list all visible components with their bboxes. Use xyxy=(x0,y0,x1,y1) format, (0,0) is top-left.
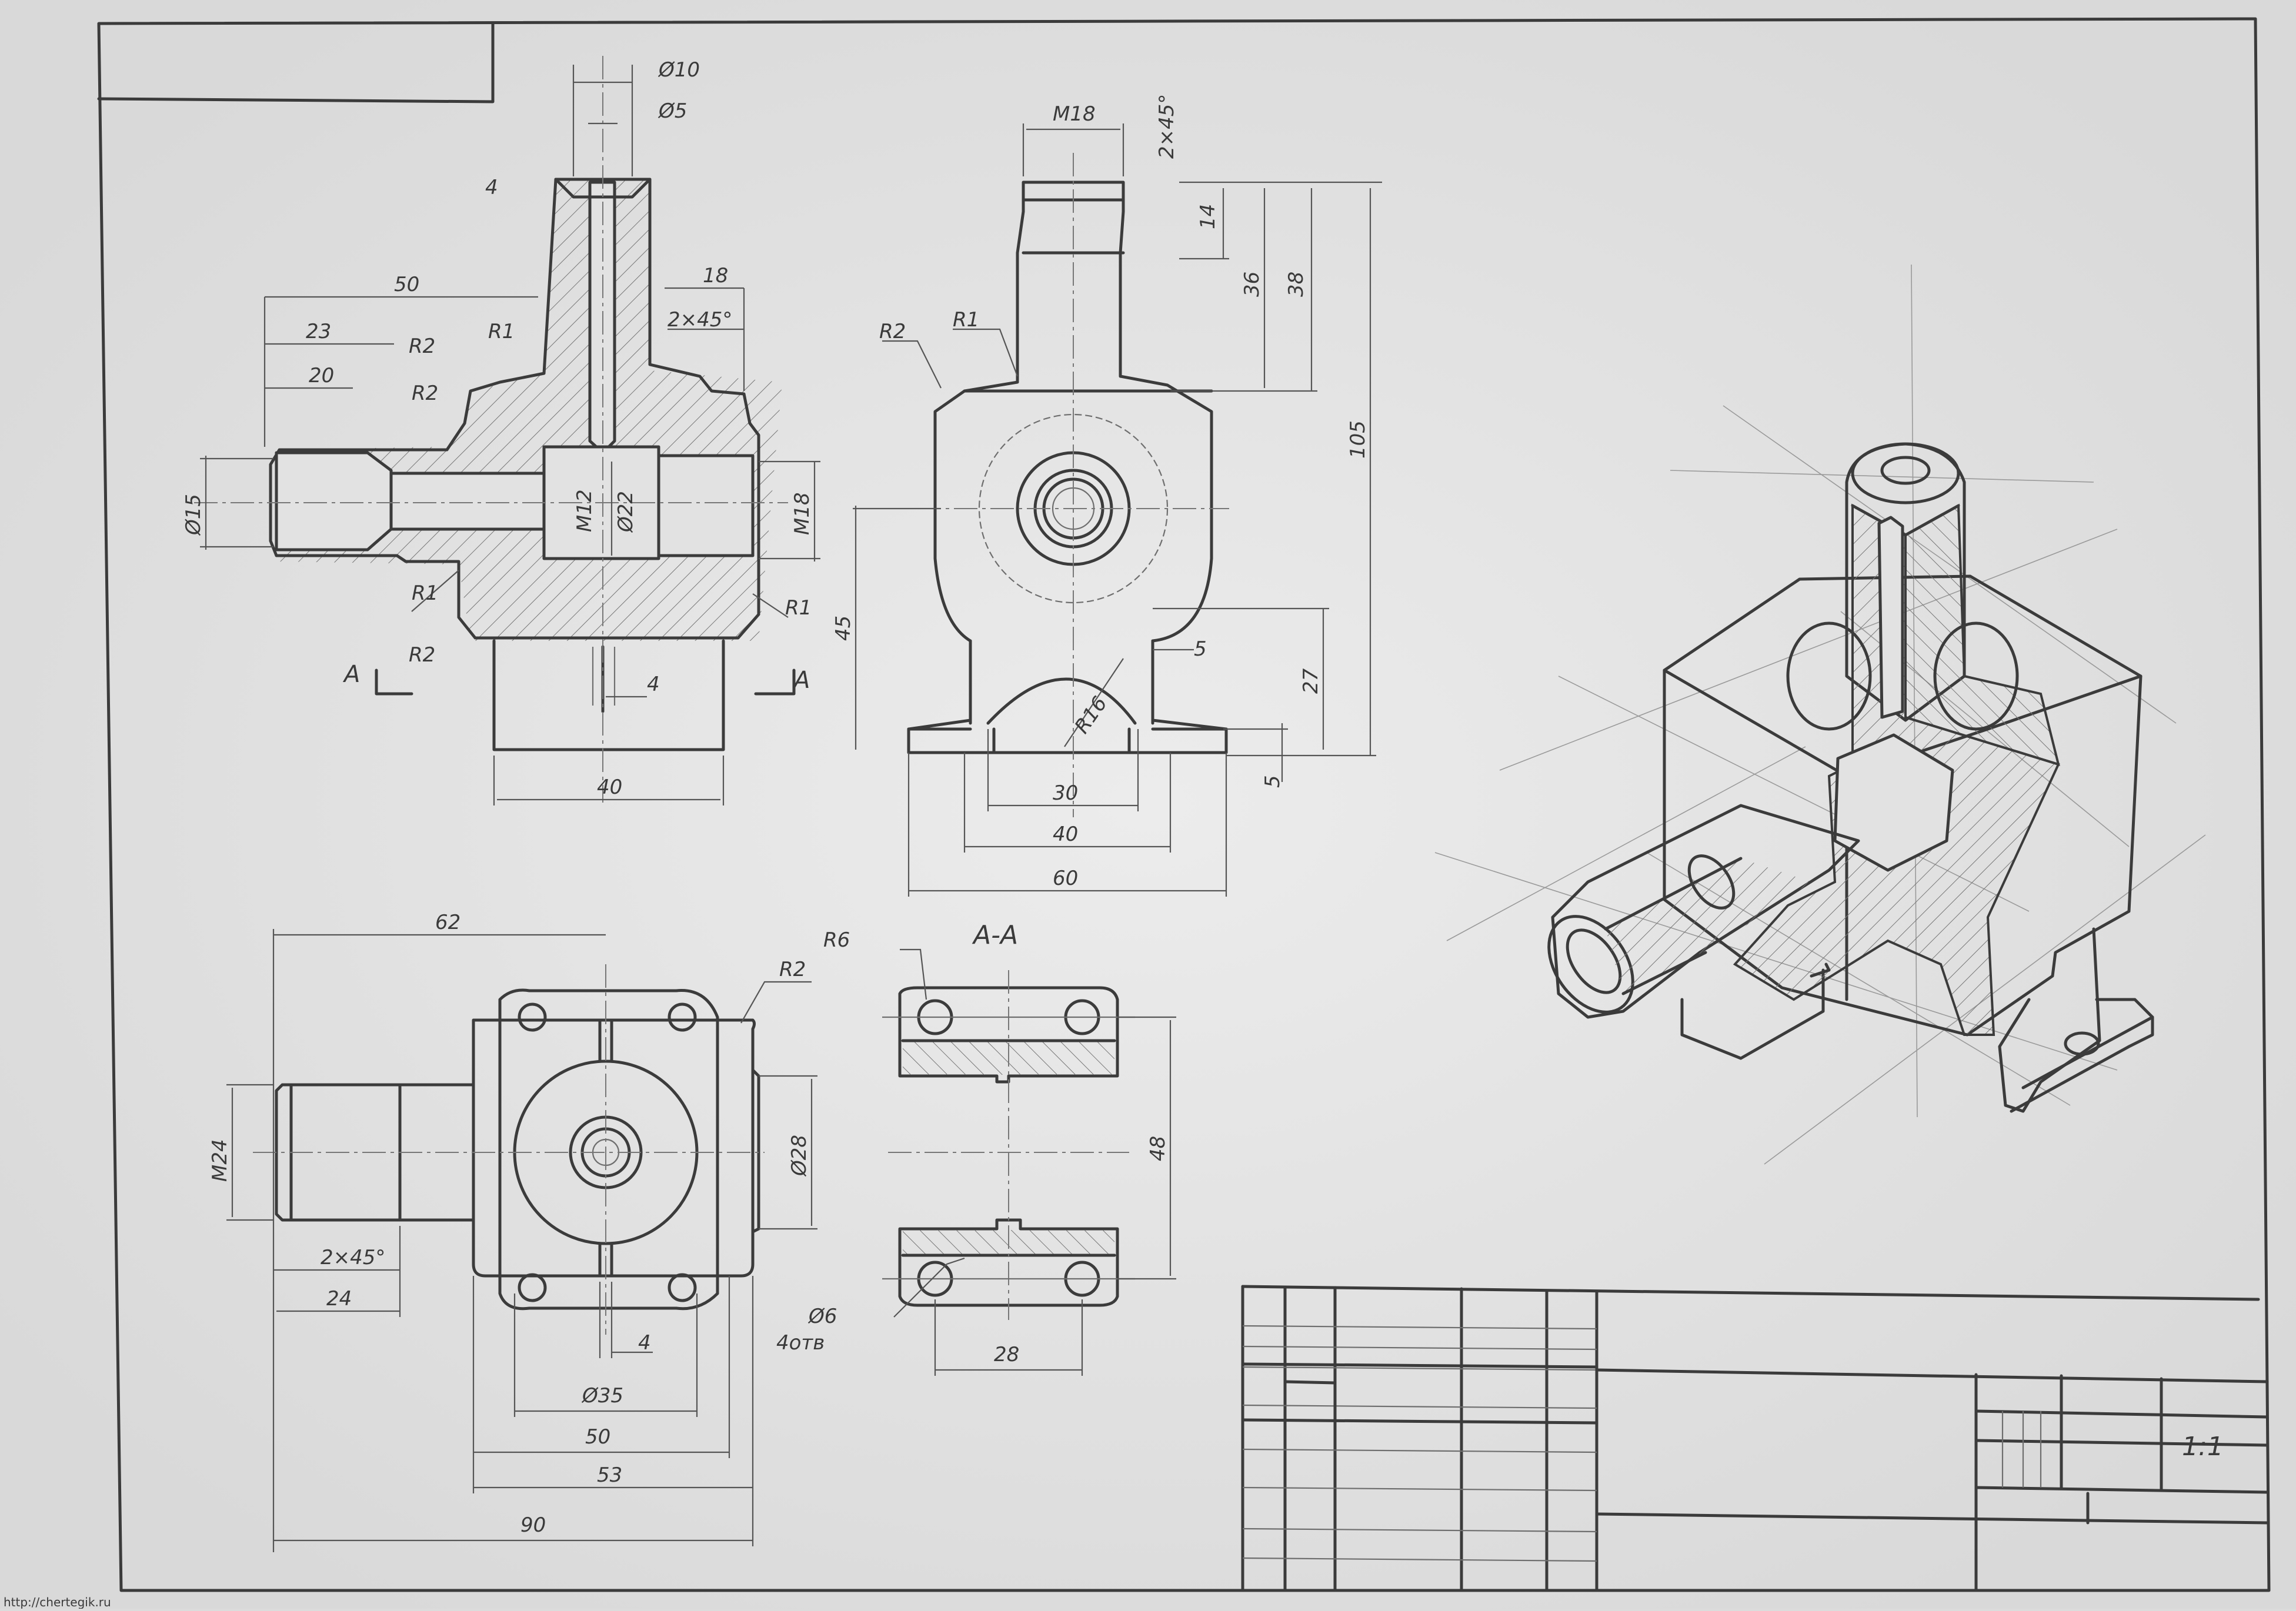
dim-r6: R6 xyxy=(823,928,850,952)
dim-38: 38 xyxy=(1284,272,1308,297)
dim-phi35: Ø35 xyxy=(581,1384,623,1408)
dim-27: 27 xyxy=(1299,668,1323,694)
dim-phi15: Ø15 xyxy=(182,494,205,536)
dim-40: 40 xyxy=(597,776,622,799)
dim-r1-a: R1 xyxy=(488,320,515,343)
dim-phi22: Ø22 xyxy=(614,491,638,533)
dim-4-top-view: 4 xyxy=(638,1331,651,1355)
dim-50-top: 50 xyxy=(585,1425,610,1449)
dim-m18-side: M18 xyxy=(1053,102,1096,126)
dim-chamfer-side: 2×45° xyxy=(1155,94,1179,159)
section-mark-right: A xyxy=(792,667,810,694)
dim-24: 24 xyxy=(326,1287,352,1311)
dim-r2-b: R2 xyxy=(412,382,438,405)
dim-62: 62 xyxy=(435,911,460,934)
dim-4-bottom: 4 xyxy=(647,673,660,696)
dim-4-top: 4 xyxy=(485,176,498,199)
dim-phi28: Ø28 xyxy=(787,1135,811,1177)
dim-r1-c: R1 xyxy=(785,596,812,620)
dim-28: 28 xyxy=(994,1343,1019,1366)
section-title: A-A xyxy=(972,920,1018,950)
top-left-stamp-box xyxy=(97,22,495,103)
dim-5-a: 5 xyxy=(1194,637,1207,661)
dim-m18: M18 xyxy=(790,492,814,535)
dim-phi10: Ø10 xyxy=(658,58,700,82)
dim-chamfer-a: 2×45° xyxy=(668,308,732,332)
front-view: Ø10 Ø5 4 50 23 20 R2 R1 R2 R1 18 2×45° Ø… xyxy=(182,56,820,806)
dim-r2-a: R2 xyxy=(409,335,435,358)
dim-m12: M12 xyxy=(573,489,596,532)
dim-20: 20 xyxy=(309,364,334,387)
dim-50: 50 xyxy=(394,273,419,296)
dim-5-b: 5 xyxy=(1261,775,1284,788)
dim-4-holes: 4отв xyxy=(776,1331,825,1355)
dim-30: 30 xyxy=(1053,781,1078,805)
dim-53: 53 xyxy=(597,1463,622,1487)
title-block: 1:1 xyxy=(1241,1285,2269,1592)
dim-r1-side: R1 xyxy=(953,308,979,332)
dim-90: 90 xyxy=(520,1513,546,1537)
top-view: 62 R2 M24 Ø28 2×45° 24 4 Ø35 50 53 90 xyxy=(208,911,817,1552)
dim-14: 14 xyxy=(1196,204,1220,229)
section-a-a: A-A R6 48 Ø6 4отв 28 xyxy=(776,920,1176,1376)
dim-chamfer-top: 2×45° xyxy=(321,1246,385,1269)
section-mark-left: A xyxy=(342,661,360,688)
dim-23: 23 xyxy=(306,320,331,343)
dim-phi6: Ø6 xyxy=(807,1305,837,1328)
isometric-view xyxy=(1434,264,2206,1165)
dim-r2-top: R2 xyxy=(779,958,806,981)
scale-value: 1:1 xyxy=(2182,1432,2224,1462)
dim-60: 60 xyxy=(1053,867,1078,890)
watermark: http://chertegik.ru xyxy=(4,1595,111,1609)
dim-36: 36 xyxy=(1240,272,1264,297)
dim-45: 45 xyxy=(832,616,855,641)
side-view: M18 2×45° 14 36 38 105 R2 R1 45 27 5 5 R… xyxy=(832,94,1382,897)
dim-r1-b: R1 xyxy=(412,581,438,605)
dim-40-side: 40 xyxy=(1053,823,1078,846)
dim-18: 18 xyxy=(703,264,728,288)
dim-r2-c: R2 xyxy=(409,643,435,667)
border-frame xyxy=(97,17,2271,1592)
dim-m24: M24 xyxy=(208,1139,232,1182)
dim-phi5: Ø5 xyxy=(658,99,687,123)
dim-48: 48 xyxy=(1146,1136,1170,1161)
dim-r2-side: R2 xyxy=(879,320,906,343)
dim-105: 105 xyxy=(1346,420,1370,459)
